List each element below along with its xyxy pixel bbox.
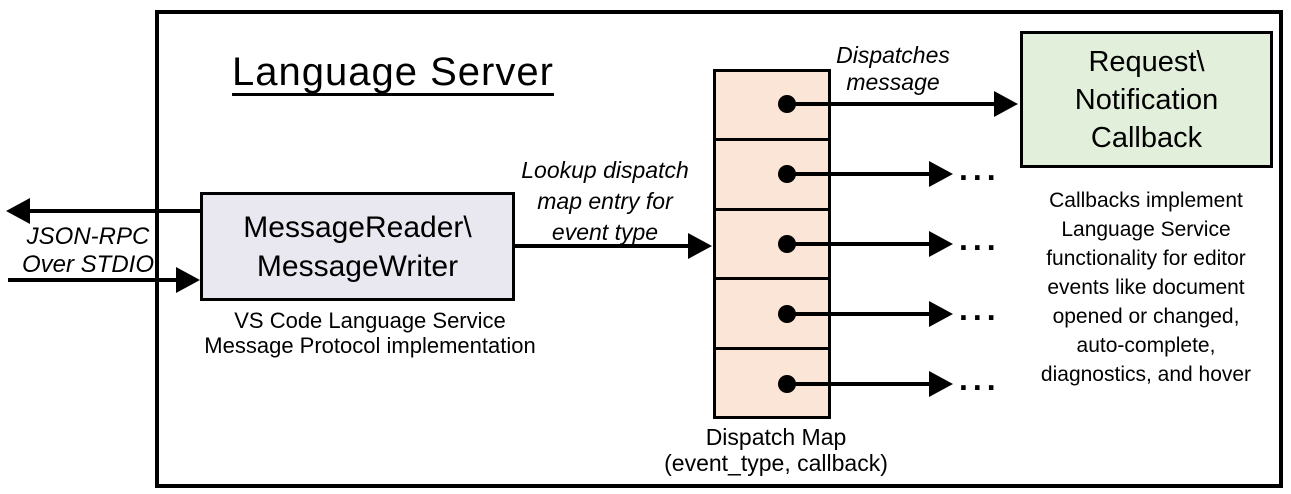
message-box-caption-line1: VS Code Language Service	[234, 308, 506, 333]
lookup-label-line3: event type	[551, 219, 659, 245]
stdio-label-line1: JSON-RPC	[26, 223, 150, 250]
message-box-line1: MessageReader\	[243, 210, 472, 244]
dispatches-label-line2: message	[846, 69, 940, 95]
diagram-title: Language Server	[232, 50, 554, 94]
message-box-line2: MessageWriter	[256, 249, 459, 283]
dispatch-map-cell	[716, 138, 828, 207]
request-notification-callback-box: Request\ Notification Callback	[1020, 31, 1273, 168]
message-box-caption-line2: Message Protocol implementation	[204, 333, 536, 358]
message-box-caption: VS Code Language Service Message Protoco…	[185, 308, 555, 358]
dispatch-map-cell	[716, 277, 828, 346]
dispatches-message-label: Dispatches message	[818, 42, 968, 96]
dispatch-map-caption: Dispatch Map (event_type, callback)	[648, 424, 904, 476]
callback-box-line2: Notification	[1074, 83, 1219, 116]
stdio-label: JSON-RPC Over STDIO	[18, 223, 158, 279]
callbacks-note-line1: Callbacks implement	[1049, 189, 1243, 212]
language-server-boundary	[155, 10, 1283, 488]
lookup-dispatch-label: Lookup dispatch map entry for event type	[512, 155, 698, 248]
message-reader-writer-box: MessageReader\ MessageWriter	[200, 192, 515, 301]
callbacks-note: Callbacks implement Language Service fun…	[1014, 186, 1278, 389]
callbacks-note-line6: auto-complete,	[1076, 334, 1216, 357]
lookup-label-line2: map entry for	[537, 188, 673, 214]
dispatch-map-caption-line2: (event_type, callback)	[664, 450, 888, 476]
callbacks-note-line3: functionality for editor	[1046, 247, 1246, 270]
dispatch-map-cell	[716, 72, 828, 138]
callbacks-note-line2: Language Service	[1061, 218, 1231, 241]
ellipsis-row2: ...	[959, 151, 1001, 187]
callback-box-line3: Callback	[1090, 121, 1203, 154]
callbacks-note-line5: opened or changed,	[1052, 305, 1240, 328]
dispatch-map-caption-line1: Dispatch Map	[705, 424, 847, 450]
callbacks-note-line4: events like document	[1047, 276, 1245, 299]
ellipsis-row4: ...	[959, 291, 1001, 327]
dispatch-map-cell	[716, 346, 828, 416]
dispatch-map-cell	[716, 207, 828, 277]
ellipsis-row5: ...	[959, 361, 1001, 397]
dispatch-map-table	[713, 69, 831, 419]
ellipsis-row3: ...	[959, 221, 1001, 257]
callbacks-note-line7: diagnostics, and hover	[1040, 363, 1252, 386]
lookup-label-line1: Lookup dispatch	[521, 157, 689, 183]
dispatches-label-line1: Dispatches	[836, 42, 950, 68]
stdio-label-line2: Over STDIO	[21, 251, 154, 278]
callback-box-line1: Request\	[1088, 45, 1205, 78]
